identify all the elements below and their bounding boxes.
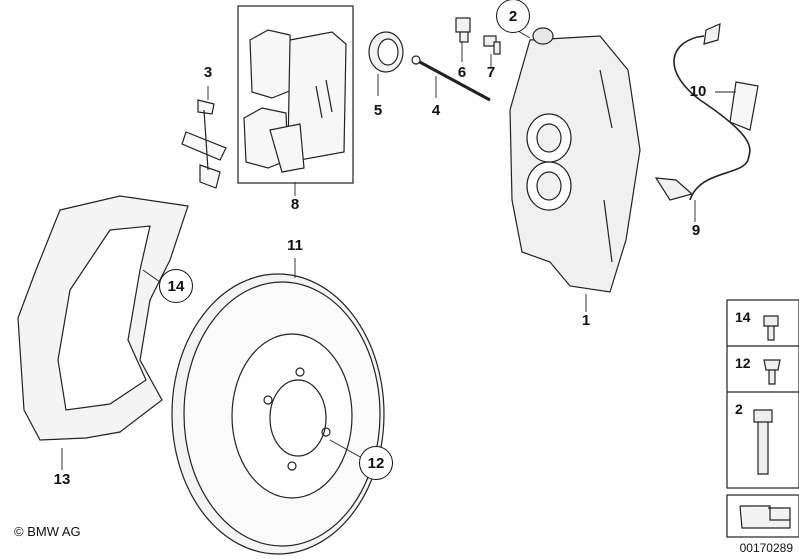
callout-7: 7: [486, 64, 496, 81]
callout-13: 13: [53, 471, 71, 488]
brake-disc-icon: [171, 273, 385, 555]
callout-2-circled: 2: [496, 0, 530, 33]
brake-pads-icon: [243, 29, 347, 173]
callout-3: 3: [203, 64, 213, 81]
anti-rattle-clip-icon: [181, 99, 227, 189]
callout-9: 9: [691, 222, 701, 239]
guide-pin-icon: [411, 55, 491, 102]
callout-6: 6: [457, 64, 467, 81]
callout-11: 11: [287, 237, 303, 254]
sidebar-label-14: 14: [735, 309, 751, 325]
callout-12-circled: 12: [359, 446, 393, 480]
leader-lines: [61, 27, 736, 470]
brake-caliper-icon: [509, 27, 641, 293]
sidebar-label-2: 2: [735, 401, 743, 417]
document-id: 00170289: [739, 541, 793, 555]
bleeder-screw-icon: [455, 17, 501, 55]
callout-4: 4: [431, 102, 441, 119]
sidebar-label-12: 12: [735, 355, 751, 371]
direction-arrow-icon: [726, 494, 799, 538]
callout-8: 8: [290, 196, 300, 213]
dust-shield-icon: [17, 195, 189, 441]
seal-ring-icon: [368, 31, 404, 73]
wear-sensor-icon: [654, 23, 759, 201]
callout-14-circled: 14: [159, 269, 193, 303]
callout-10: 10: [689, 83, 707, 100]
sidebar-parts-panel: [726, 299, 799, 489]
copyright-notice: © BMW AG: [14, 524, 81, 539]
callout-1: 1: [581, 312, 591, 329]
callout-5: 5: [373, 102, 383, 119]
